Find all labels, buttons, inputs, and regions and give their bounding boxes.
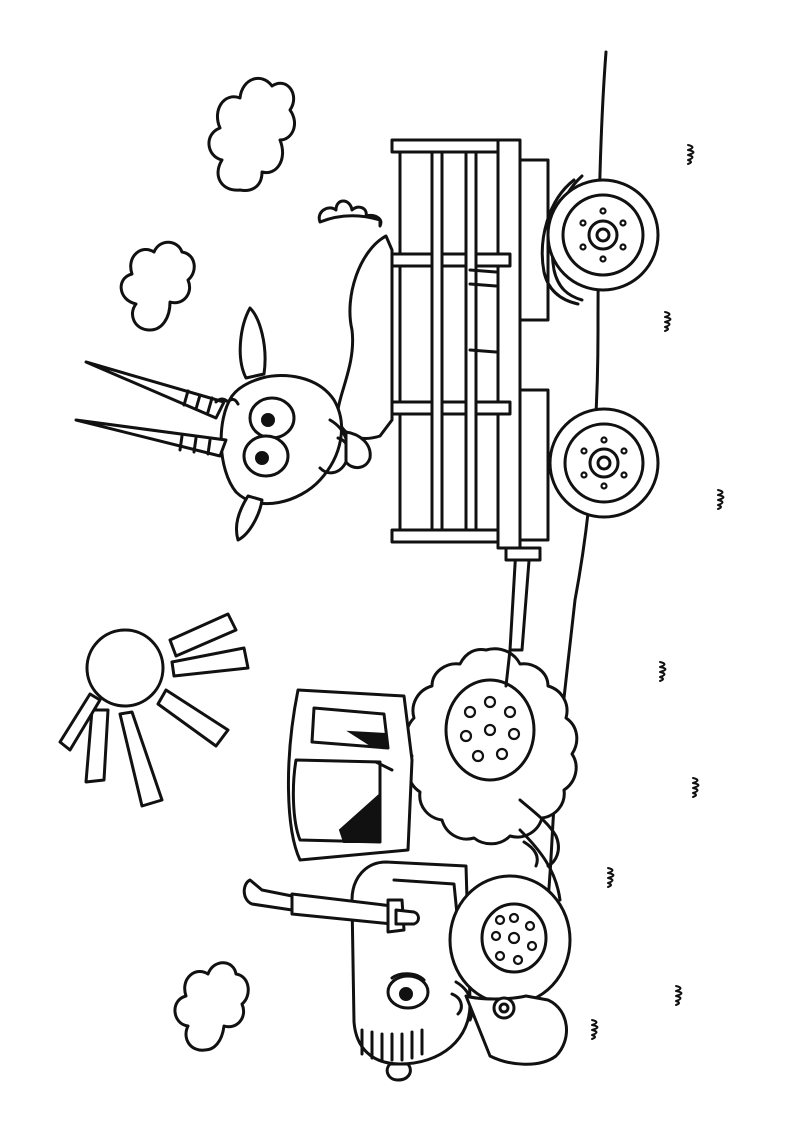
grass-tuft	[687, 144, 695, 165]
cloud-middle	[119, 240, 196, 332]
trailer-wheel-rear	[546, 178, 660, 292]
sun	[58, 612, 250, 808]
cloud-bottom	[173, 961, 250, 1052]
trailer-wheel-front	[548, 407, 660, 519]
grass-tuft	[659, 661, 667, 682]
grass-tuft	[664, 311, 672, 332]
grass-tufts	[591, 144, 725, 1040]
trailer	[390, 138, 584, 652]
cloud-top	[207, 76, 296, 192]
goat	[74, 199, 498, 542]
grass-tuft	[607, 867, 615, 888]
grass-tuft	[692, 777, 700, 798]
grass-tuft	[591, 1019, 599, 1040]
grass-tuft	[717, 489, 725, 510]
tractor	[242, 647, 579, 1082]
grass-tuft	[675, 985, 683, 1006]
